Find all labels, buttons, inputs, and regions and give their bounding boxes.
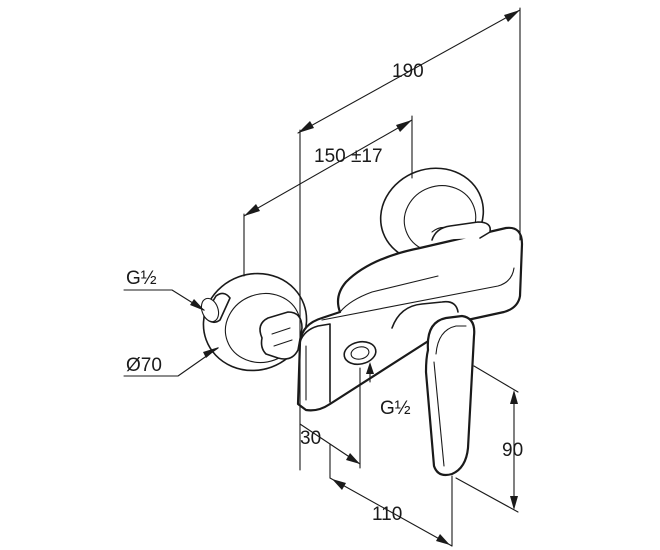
leader-rosette-diameter: Ø70	[123, 347, 219, 377]
label-outlet-thread: G½	[380, 398, 411, 419]
label-110: 110	[372, 504, 402, 525]
leader-inlet-thread: G½	[123, 268, 205, 311]
dimension-90: 90	[455, 365, 523, 513]
leader-outlet-thread: G½	[366, 362, 411, 419]
label-190: 190	[392, 61, 424, 82]
dimension-190: 190	[297, 7, 521, 471]
front-rosette	[200, 272, 308, 372]
label-150-17: 150 ±17	[314, 146, 383, 167]
label-rosette-diameter: Ø70	[126, 355, 162, 376]
dimension-150: 150 ±17	[243, 115, 413, 277]
dimension-110: 110	[329, 475, 453, 547]
label-inlet-thread: G½	[126, 268, 157, 289]
lever-handle	[391, 300, 476, 477]
label-30: 30	[300, 428, 321, 449]
dimension-30: 30	[299, 367, 361, 479]
label-90: 90	[502, 440, 523, 461]
